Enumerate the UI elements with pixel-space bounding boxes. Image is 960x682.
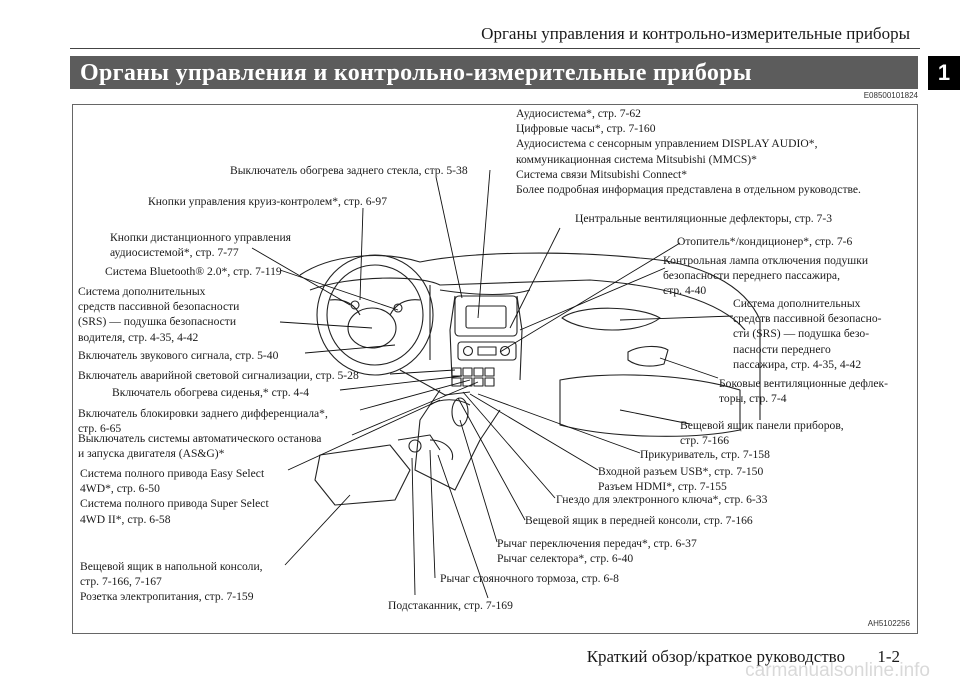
console <box>414 389 501 491</box>
label-center-vents: Центральные вентиляционные дефлекторы, с… <box>575 212 832 225</box>
label-hazard: Включатель аварийной световой сигнализац… <box>78 369 359 382</box>
label-remote-audio: Кнопки дистанционного управления аудиоси… <box>110 231 291 260</box>
center-stack <box>454 295 518 337</box>
label-passenger-srs: Система дополнительных средств пассивной… <box>733 297 882 371</box>
label-seat-heater: Включатель обогрева сиденья,* стр. 4-4 <box>112 386 310 399</box>
page-number: 1-2 <box>877 647 900 666</box>
label-asg: Выключатель системы автоматического оста… <box>78 432 322 461</box>
label-diff-lock: Включатель блокировки заднего дифференци… <box>78 407 328 436</box>
label-cruise: Кнопки управления круиз-контролем*, стр.… <box>148 195 387 208</box>
label-front-console-box: Вещевой ящик в передней консоли, стр. 7-… <box>525 514 753 527</box>
glovebox <box>559 374 741 437</box>
label-parking-brake: Рычаг стояночного тормоза, стр. 6-8 <box>440 572 619 585</box>
figure-code: AH5102256 <box>867 619 910 628</box>
label-rear-defrost: Выключатель обогрева заднего стекла, стр… <box>230 164 468 177</box>
label-shift-lever: Рычаг переключения передач*, стр. 6-37 Р… <box>497 537 697 566</box>
label-usb: Входной разъем USB*, стр. 7-150 Разъем H… <box>598 465 764 494</box>
label-side-vents: Боковые вентиляционные дефлек- торы, стр… <box>719 377 889 406</box>
label-bluetooth: Система Bluetooth® 2.0*, стр. 7-119 <box>105 265 282 278</box>
label-glovebox: Вещевой ящик панели приборов, стр. 7-166 <box>680 419 844 448</box>
title-bar <box>70 56 918 89</box>
page-footer: Краткий обзор/краткое руководство 1-2 <box>587 647 900 667</box>
label-key-slot: Гнездо для электронного ключа*, стр. 6-3… <box>556 493 768 506</box>
label-lighter: Прикуриватель, стр. 7-158 <box>640 448 770 461</box>
label-horn: Включатель звукового сигнала, стр. 5-40 <box>78 349 279 362</box>
label-awd: Система полного привода Easy Select 4WD*… <box>80 467 269 526</box>
shift-lever <box>451 397 469 427</box>
armrest <box>314 444 411 506</box>
passenger-vent <box>561 307 661 331</box>
label-passenger-airbag-lamp: Контрольная лампа отключения подушки без… <box>663 254 869 298</box>
watermark: carmanualsonline.info <box>745 660 930 681</box>
steering-wheel <box>316 254 434 376</box>
label-floor-console: Вещевой ящик в напольной консоли, стр. 7… <box>80 560 263 604</box>
running-header: Органы управления и контрольно-измерител… <box>481 24 910 43</box>
label-heater: Отопитель*/кондиционер*, стр. 7-6 <box>677 235 853 248</box>
header-rule <box>70 48 920 49</box>
page-title: Органы управления и контрольно-измерител… <box>80 60 752 86</box>
side-vent <box>627 345 669 367</box>
figure-frame <box>72 104 918 634</box>
footer-text: Краткий обзор/краткое руководство <box>586 647 846 666</box>
label-driver-srs: Система дополнительных средств пассивной… <box>78 285 240 344</box>
label-audio: Аудиосистема*, стр. 7-62 Цифровые часы*,… <box>516 107 861 197</box>
section-tab: 1 <box>928 56 960 90</box>
label-cupholder: Подстаканник, стр. 7-169 <box>388 599 513 612</box>
section-code: E08500101824 <box>863 91 918 100</box>
